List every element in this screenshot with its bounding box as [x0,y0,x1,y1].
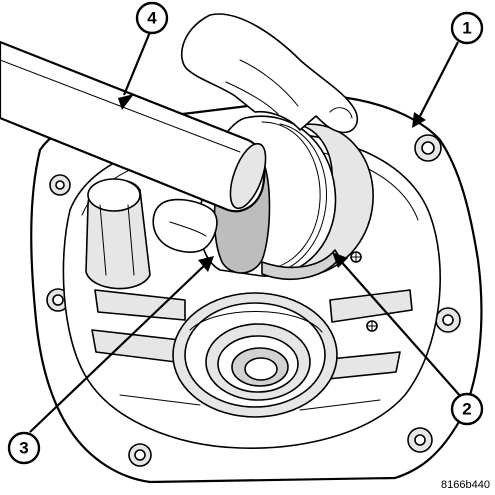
callout-leaders [29,31,463,433]
figure-code: 8166b440 [441,479,490,491]
technician-hand [152,13,359,253]
callout-3: 3 [7,431,41,465]
callout-1: 1 [450,11,484,45]
callout-2-arrowhead [332,252,348,268]
callout-1-leader [417,41,459,121]
callout-2-number: 2 [462,400,471,419]
callout-4-arrowhead [118,94,134,110]
callout-3-arrowhead [198,256,214,272]
callout-4-number: 4 [147,9,157,28]
callout-3-leader [29,261,209,433]
callout-2-leader [337,257,463,399]
callout-4: 4 [135,1,169,35]
callout-1-number: 1 [462,19,471,38]
callout-2: 2 [450,392,484,426]
callout-1-arrowhead [412,112,426,128]
driver-handle [0,40,267,213]
callout-3-number: 3 [19,439,28,458]
callout-4-leader [122,31,152,96]
